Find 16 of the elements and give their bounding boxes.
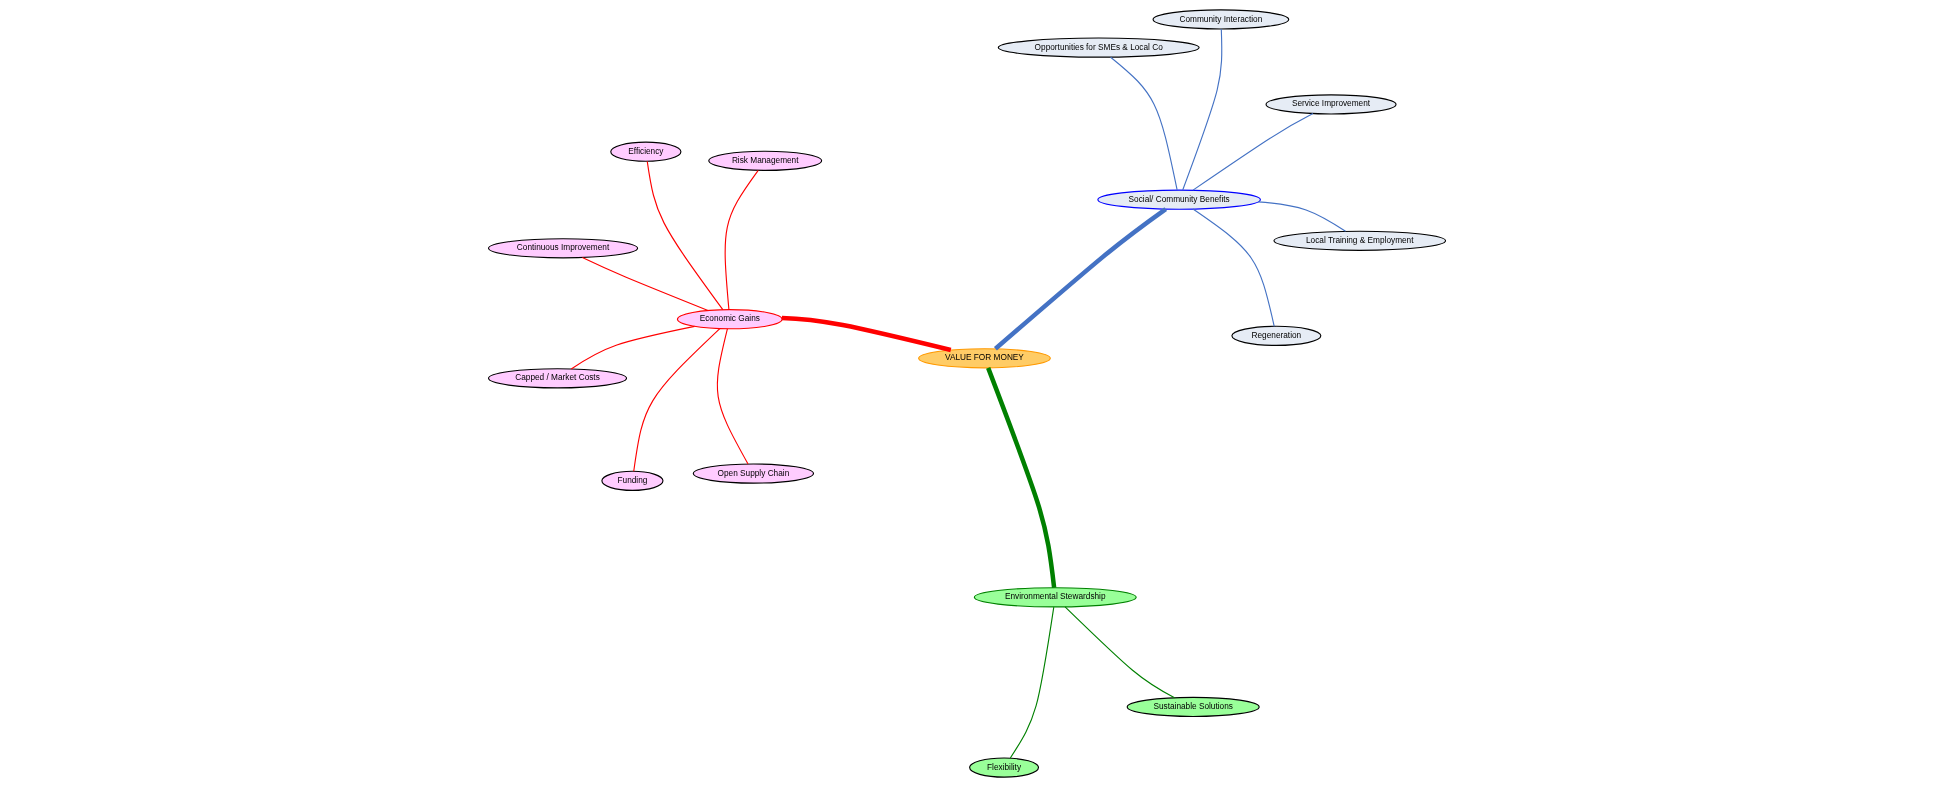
connector bbox=[1182, 28, 1223, 191]
connector bbox=[1257, 201, 1347, 232]
connector bbox=[781, 315, 952, 353]
connector bbox=[1009, 606, 1055, 759]
connector bbox=[581, 257, 709, 312]
connector bbox=[646, 160, 724, 311]
connector bbox=[1110, 56, 1178, 191]
connector bbox=[993, 207, 1168, 351]
connector bbox=[986, 367, 1057, 588]
connector bbox=[1192, 113, 1314, 191]
connector bbox=[716, 328, 749, 465]
connector bbox=[570, 325, 696, 370]
connector bbox=[724, 169, 759, 311]
connector bbox=[1192, 208, 1275, 327]
connector bbox=[633, 328, 721, 472]
connector bbox=[1064, 606, 1176, 699]
